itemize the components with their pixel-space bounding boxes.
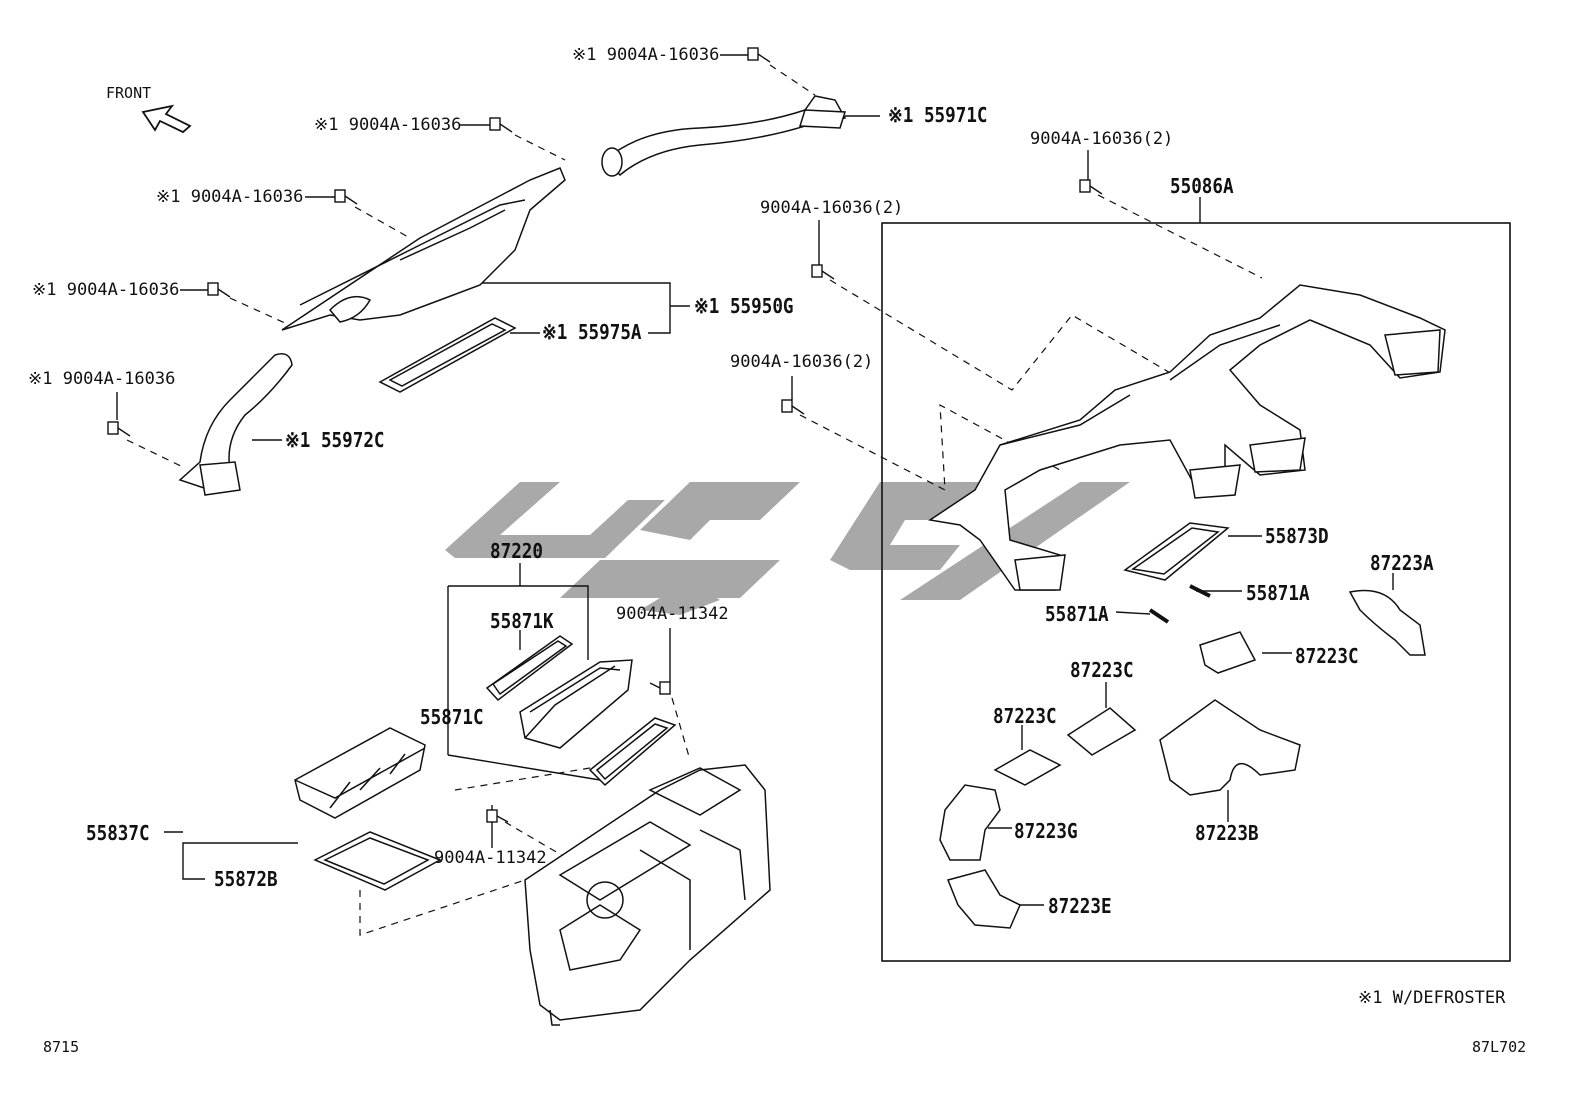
part-label: 87223E <box>1048 894 1112 918</box>
part-label: 87223C <box>1070 658 1134 682</box>
bolt-icon <box>1079 179 1103 195</box>
footnote: ※1 W/DEFROSTER <box>1358 988 1506 1008</box>
bolt-icon <box>334 189 358 205</box>
part-label: ※1 9004A-16036 <box>156 187 304 207</box>
part-label: 9004A-16036(2) <box>760 198 904 218</box>
part-label: 55871K <box>490 609 554 633</box>
part-label: ※1 55950G <box>694 294 794 318</box>
part-label: ※1 9004A-16036 <box>314 115 462 135</box>
front-arrow-icon <box>141 104 192 134</box>
bolt-icon <box>747 47 771 63</box>
part-label: 87223B <box>1195 821 1259 845</box>
part-label: ※1 9004A-16036 <box>28 369 176 389</box>
hvac-unit <box>524 764 771 1021</box>
part-label: ※1 9004A-16036 <box>32 280 180 300</box>
bolt-icon <box>781 399 805 415</box>
clip-55871a-2 <box>1148 608 1170 624</box>
part-label: 55837C <box>86 821 150 845</box>
duct-87223g <box>939 784 1001 861</box>
front-label: FRONT <box>106 84 152 102</box>
part-label: 87220 <box>490 539 543 563</box>
duct-87223a <box>1348 589 1426 656</box>
gasket-55872b <box>313 831 442 891</box>
duct-87223e <box>946 869 1021 929</box>
bolt-icon <box>489 117 513 133</box>
leader-lines <box>116 54 1394 906</box>
part-label: 87223A <box>1370 551 1434 575</box>
gasket-55871c <box>588 717 677 787</box>
bolt-icon <box>486 809 509 823</box>
part-label: 9004A-11342 <box>434 848 547 868</box>
dashed-guides <box>126 64 1263 936</box>
gasket-55873d <box>1123 522 1230 581</box>
duct-87223c-3 <box>993 749 1062 786</box>
bolt-icon <box>649 681 671 695</box>
page-code-left: 8715 <box>43 1038 80 1056</box>
part-label: 9004A-16036(2) <box>1030 129 1174 149</box>
part-label: 87223G <box>1014 819 1078 843</box>
part-label: 55871C <box>420 705 484 729</box>
part-label: 87223C <box>1295 644 1359 668</box>
duct-87223c-2 <box>1066 707 1137 756</box>
part-label: ※1 9004A-16036 <box>572 45 720 65</box>
part-label: 55086A <box>1170 174 1234 198</box>
part-label: 55872B <box>214 867 278 891</box>
part-label: 55873D <box>1265 524 1329 548</box>
part-label: ※1 55971C <box>888 103 988 127</box>
bolt-icon <box>811 264 835 280</box>
part-label: 55871A <box>1246 581 1310 605</box>
defroster-hose-lower <box>178 353 293 491</box>
part-label: ※1 55975A <box>542 320 642 344</box>
fasteners <box>107 47 1103 823</box>
part-label: ※1 55972C <box>285 428 385 452</box>
register-87220 <box>519 659 633 749</box>
gasket-55871k <box>485 635 574 702</box>
part-label: 9004A-11342 <box>616 604 729 624</box>
page-code-right: 87L702 <box>1472 1038 1527 1056</box>
register-55837c <box>294 727 426 819</box>
gasket-55975a <box>378 317 517 393</box>
duct-parts <box>178 95 1446 1026</box>
part-label: 87223C <box>993 704 1057 728</box>
duct-87223b <box>1159 699 1301 796</box>
assembly-frame <box>881 222 1511 962</box>
bolt-icon <box>207 282 231 298</box>
part-label: 9004A-16036(2) <box>730 352 874 372</box>
part-label: 55871A <box>1045 602 1109 626</box>
duct-87223c-1 <box>1199 631 1257 674</box>
bolt-icon <box>107 421 131 437</box>
main-duct-55086a <box>928 284 1446 591</box>
defroster-hose-upper <box>603 95 847 177</box>
clip-55871a-1 <box>1189 584 1211 598</box>
